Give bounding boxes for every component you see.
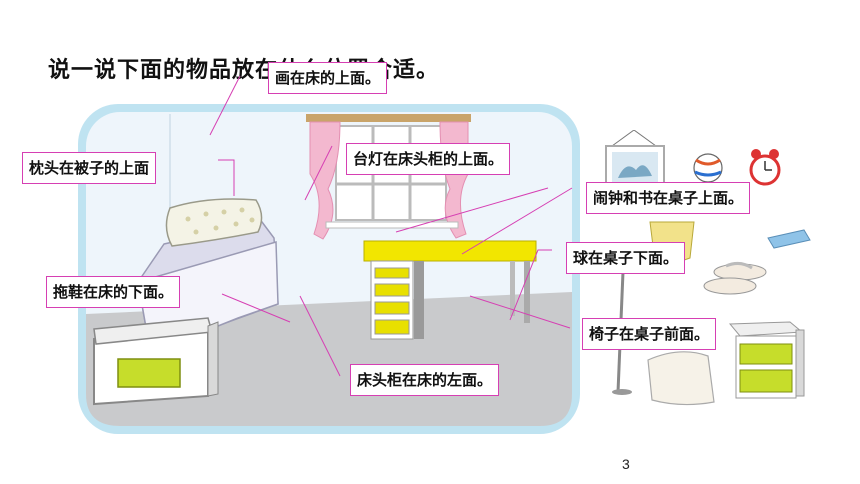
label-ball: 球在桌子下面。 <box>566 242 686 274</box>
label-lamp: 台灯在床头柜的上面。 <box>346 143 511 175</box>
label-slippers: 拖鞋在床的下面。 <box>46 276 181 308</box>
label-chair: 椅子在桌子前面。 <box>582 318 717 350</box>
window <box>306 114 471 240</box>
slippers-icon <box>703 261 767 295</box>
label-painting: 画在床的上面。 <box>268 62 388 94</box>
label-pillow: 枕头在被子的上面 <box>22 152 157 184</box>
bed <box>93 198 279 406</box>
page-number: 3 <box>622 456 630 472</box>
clock-icon <box>749 149 781 186</box>
nightstand-icon <box>728 321 805 399</box>
label-clock-books: 闹钟和书在桌子上面。 <box>586 182 751 214</box>
books-icon <box>767 229 811 249</box>
painting-icon <box>605 130 665 191</box>
ball-icon <box>693 153 723 183</box>
label-nightstand: 床头柜在床的左面。 <box>350 364 500 396</box>
desk <box>363 240 537 340</box>
